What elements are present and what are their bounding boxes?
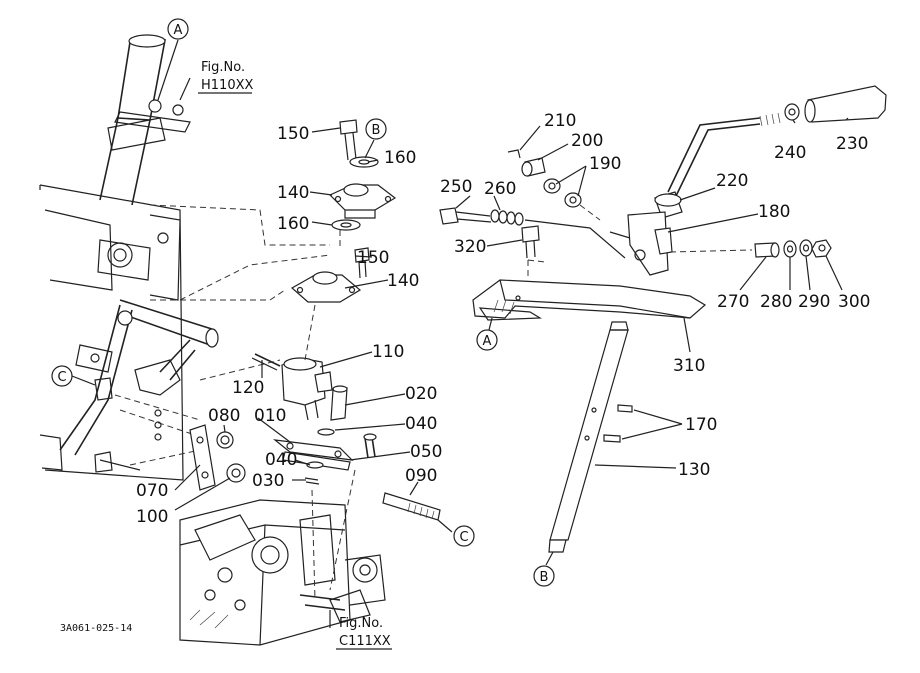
mount-140-lower	[290, 271, 362, 303]
svg-text:H110XX: H110XX	[201, 78, 253, 93]
label-290: 290	[798, 292, 830, 312]
document-code: 3A061-025-14	[60, 623, 132, 634]
label-160-lower: 160	[277, 214, 309, 234]
bolt-250	[439, 207, 492, 225]
label-130: 130	[678, 460, 710, 480]
transmission-housing	[179, 499, 386, 646]
callout-b-top: B	[365, 118, 387, 140]
leader-lines	[71, 39, 849, 628]
part-labels: 150 160 140 160 150 140 110 120 020 080 …	[136, 111, 870, 527]
mount-140-top	[328, 183, 397, 219]
label-100: 100	[136, 507, 168, 527]
label-240: 240	[774, 143, 806, 163]
label-020: 020	[405, 384, 437, 404]
pin-020	[330, 385, 348, 421]
svg-text:C: C	[57, 370, 66, 385]
arm-110	[281, 357, 333, 421]
pin-170-a	[617, 404, 633, 413]
clip-030	[304, 477, 320, 485]
nut-240	[784, 103, 800, 121]
nut-300	[811, 239, 832, 258]
label-090: 090	[405, 466, 437, 486]
label-310: 310	[673, 356, 705, 376]
pin-120	[254, 353, 281, 367]
pin-270	[754, 242, 780, 258]
fig-ref-c111xx: Fig.No. C111XX	[336, 616, 392, 650]
callout-a-right: A	[476, 329, 498, 351]
washer-040-a	[317, 428, 335, 436]
label-160-top: 160	[384, 148, 416, 168]
label-050: 050	[410, 442, 442, 462]
label-070: 070	[136, 481, 168, 501]
svg-text:Fig.No.: Fig.No.	[201, 60, 245, 75]
bushing-190-b	[564, 192, 582, 208]
plate-070	[189, 424, 246, 491]
label-030: 030	[252, 471, 284, 491]
label-140-lower: 140	[387, 271, 419, 291]
label-170: 170	[685, 415, 717, 435]
svg-text:Fig.No.: Fig.No.	[339, 616, 383, 631]
callout-a-top: A	[167, 18, 189, 40]
label-270: 270	[717, 292, 749, 312]
steering-column-assembly	[39, 34, 331, 481]
label-010: 010	[254, 406, 286, 426]
svg-text:A: A	[483, 334, 492, 349]
rod-130	[548, 321, 629, 553]
label-120: 120	[232, 378, 264, 398]
label-140-top: 140	[277, 183, 309, 203]
callout-c-right: C	[453, 525, 475, 547]
collar-200	[521, 157, 546, 177]
washer-160-top	[349, 156, 379, 168]
rod-090	[382, 492, 441, 521]
label-230: 230	[836, 134, 868, 154]
callout-b-bottom: B	[533, 565, 555, 587]
label-180: 180	[758, 202, 790, 222]
shift-lever-220	[609, 117, 761, 276]
clip-210	[507, 149, 521, 159]
fig-ref-h110xx: Fig.No. H110XX	[198, 60, 253, 94]
washer-160-lower	[331, 219, 361, 231]
label-190: 190	[589, 154, 621, 174]
bolt-320	[521, 225, 540, 259]
label-110: 110	[372, 342, 404, 362]
washer-290	[799, 239, 813, 257]
svg-text:B: B	[540, 570, 549, 585]
label-280: 280	[760, 292, 792, 312]
washer-280	[783, 240, 797, 258]
label-040-right: 040	[405, 414, 437, 434]
label-250: 250	[440, 177, 472, 197]
svg-text:B: B	[372, 123, 381, 138]
label-200: 200	[571, 131, 603, 151]
label-040-left: 040	[265, 450, 297, 470]
label-220: 220	[716, 171, 748, 191]
spring-260	[490, 209, 524, 226]
label-150-top: 150	[277, 124, 309, 144]
label-080: 080	[208, 406, 240, 426]
label-300: 300	[838, 292, 870, 312]
svg-text:A: A	[174, 23, 183, 38]
washer-040-b	[306, 461, 324, 469]
bolt-150-lower	[354, 247, 370, 279]
label-210: 210	[544, 111, 576, 131]
callout-c-left: C	[51, 365, 73, 387]
label-150-lower: 150	[357, 248, 389, 268]
bracket-310	[472, 279, 707, 321]
plate-010	[272, 439, 354, 471]
knob-230	[759, 85, 887, 127]
label-260: 260	[484, 179, 516, 199]
pin-170-b	[603, 434, 621, 443]
svg-text:C: C	[459, 530, 468, 545]
svg-text:C111XX: C111XX	[339, 634, 391, 649]
label-320: 320	[454, 237, 486, 257]
pin-050	[363, 433, 377, 459]
bushing-190-a	[543, 178, 561, 194]
bolt-150-top	[339, 119, 358, 161]
